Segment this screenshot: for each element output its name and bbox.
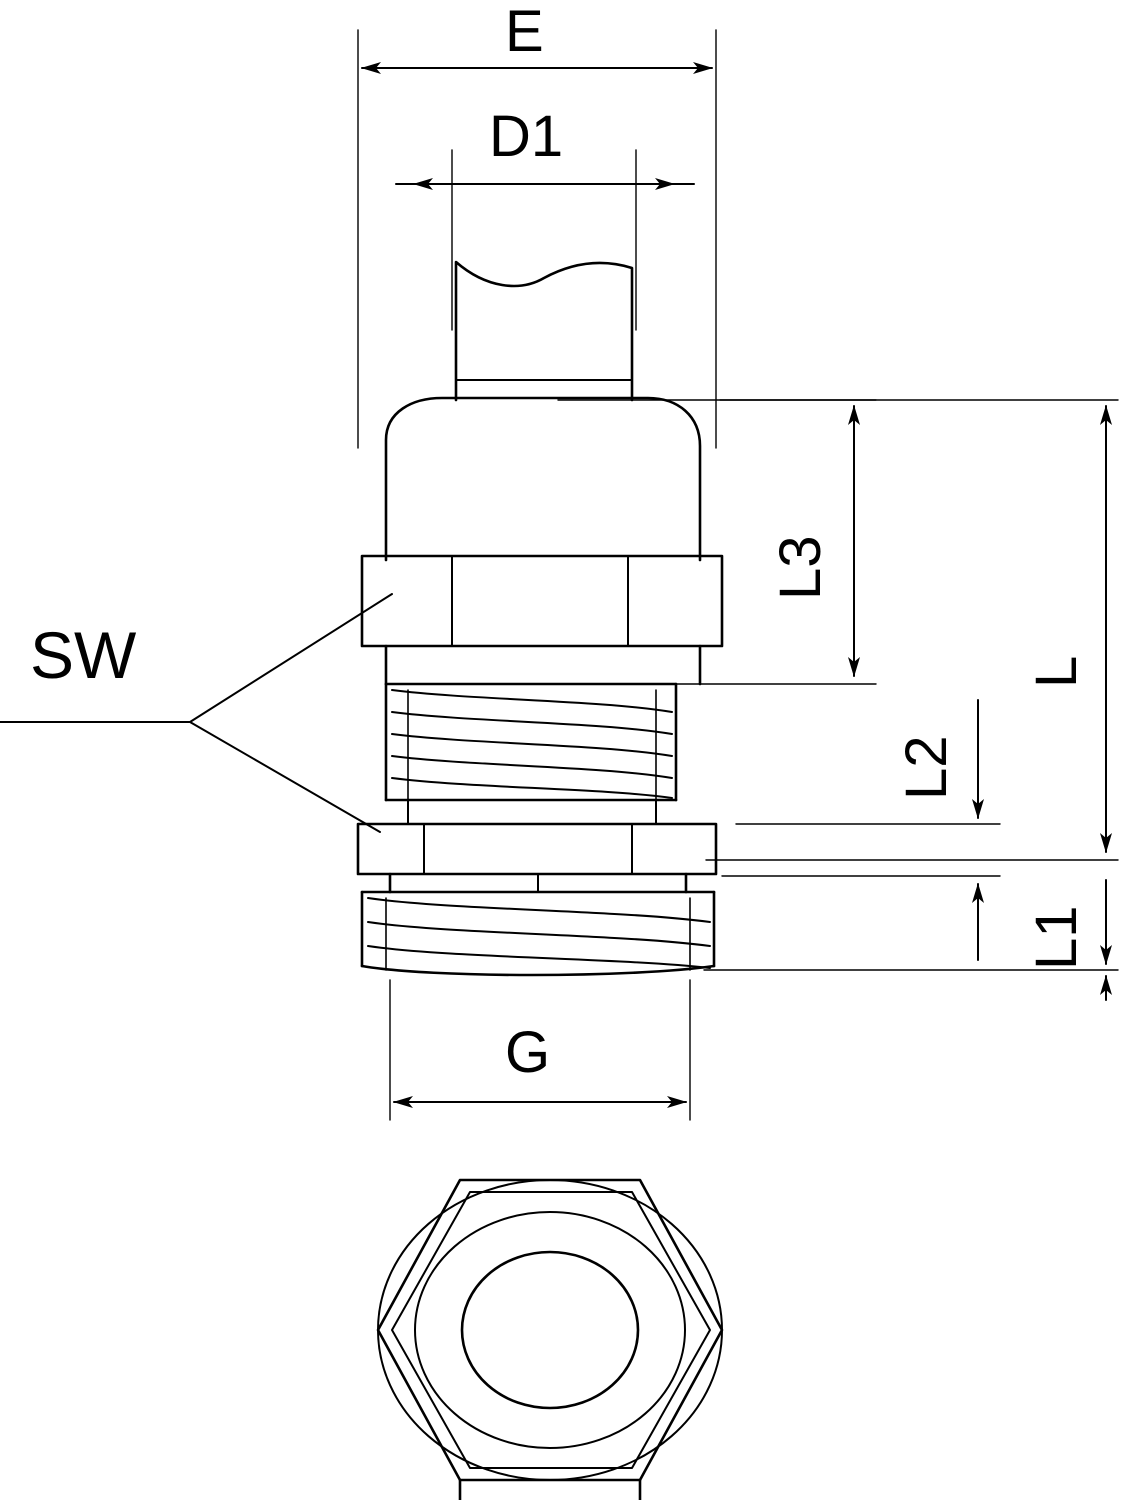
dimension-label-l2: L2	[894, 735, 959, 800]
dimension-l1-geometry	[703, 879, 1119, 1001]
dimension-g-geometry	[389, 979, 691, 1121]
dimension-label-l: L	[1024, 655, 1089, 688]
leader-sw-geometry	[0, 593, 393, 833]
leader-label-sw: SW	[30, 618, 137, 692]
dimension-d1-geometry	[395, 149, 695, 331]
dimension-label-e: E	[505, 0, 544, 64]
dimension-label-l3: L3	[768, 535, 833, 600]
dimension-e-geometry	[357, 29, 717, 449]
dimension-label-g: G	[505, 1020, 551, 1085]
dimension-label-l1: L1	[1024, 905, 1089, 970]
dimension-l2-geometry	[721, 699, 1001, 961]
dimension-l-geometry	[705, 399, 1119, 861]
side-elevation-geometry	[356, 260, 724, 977]
bottom-hexagon-geometry	[376, 1178, 724, 1500]
dimension-label-d1: D1	[489, 104, 564, 169]
